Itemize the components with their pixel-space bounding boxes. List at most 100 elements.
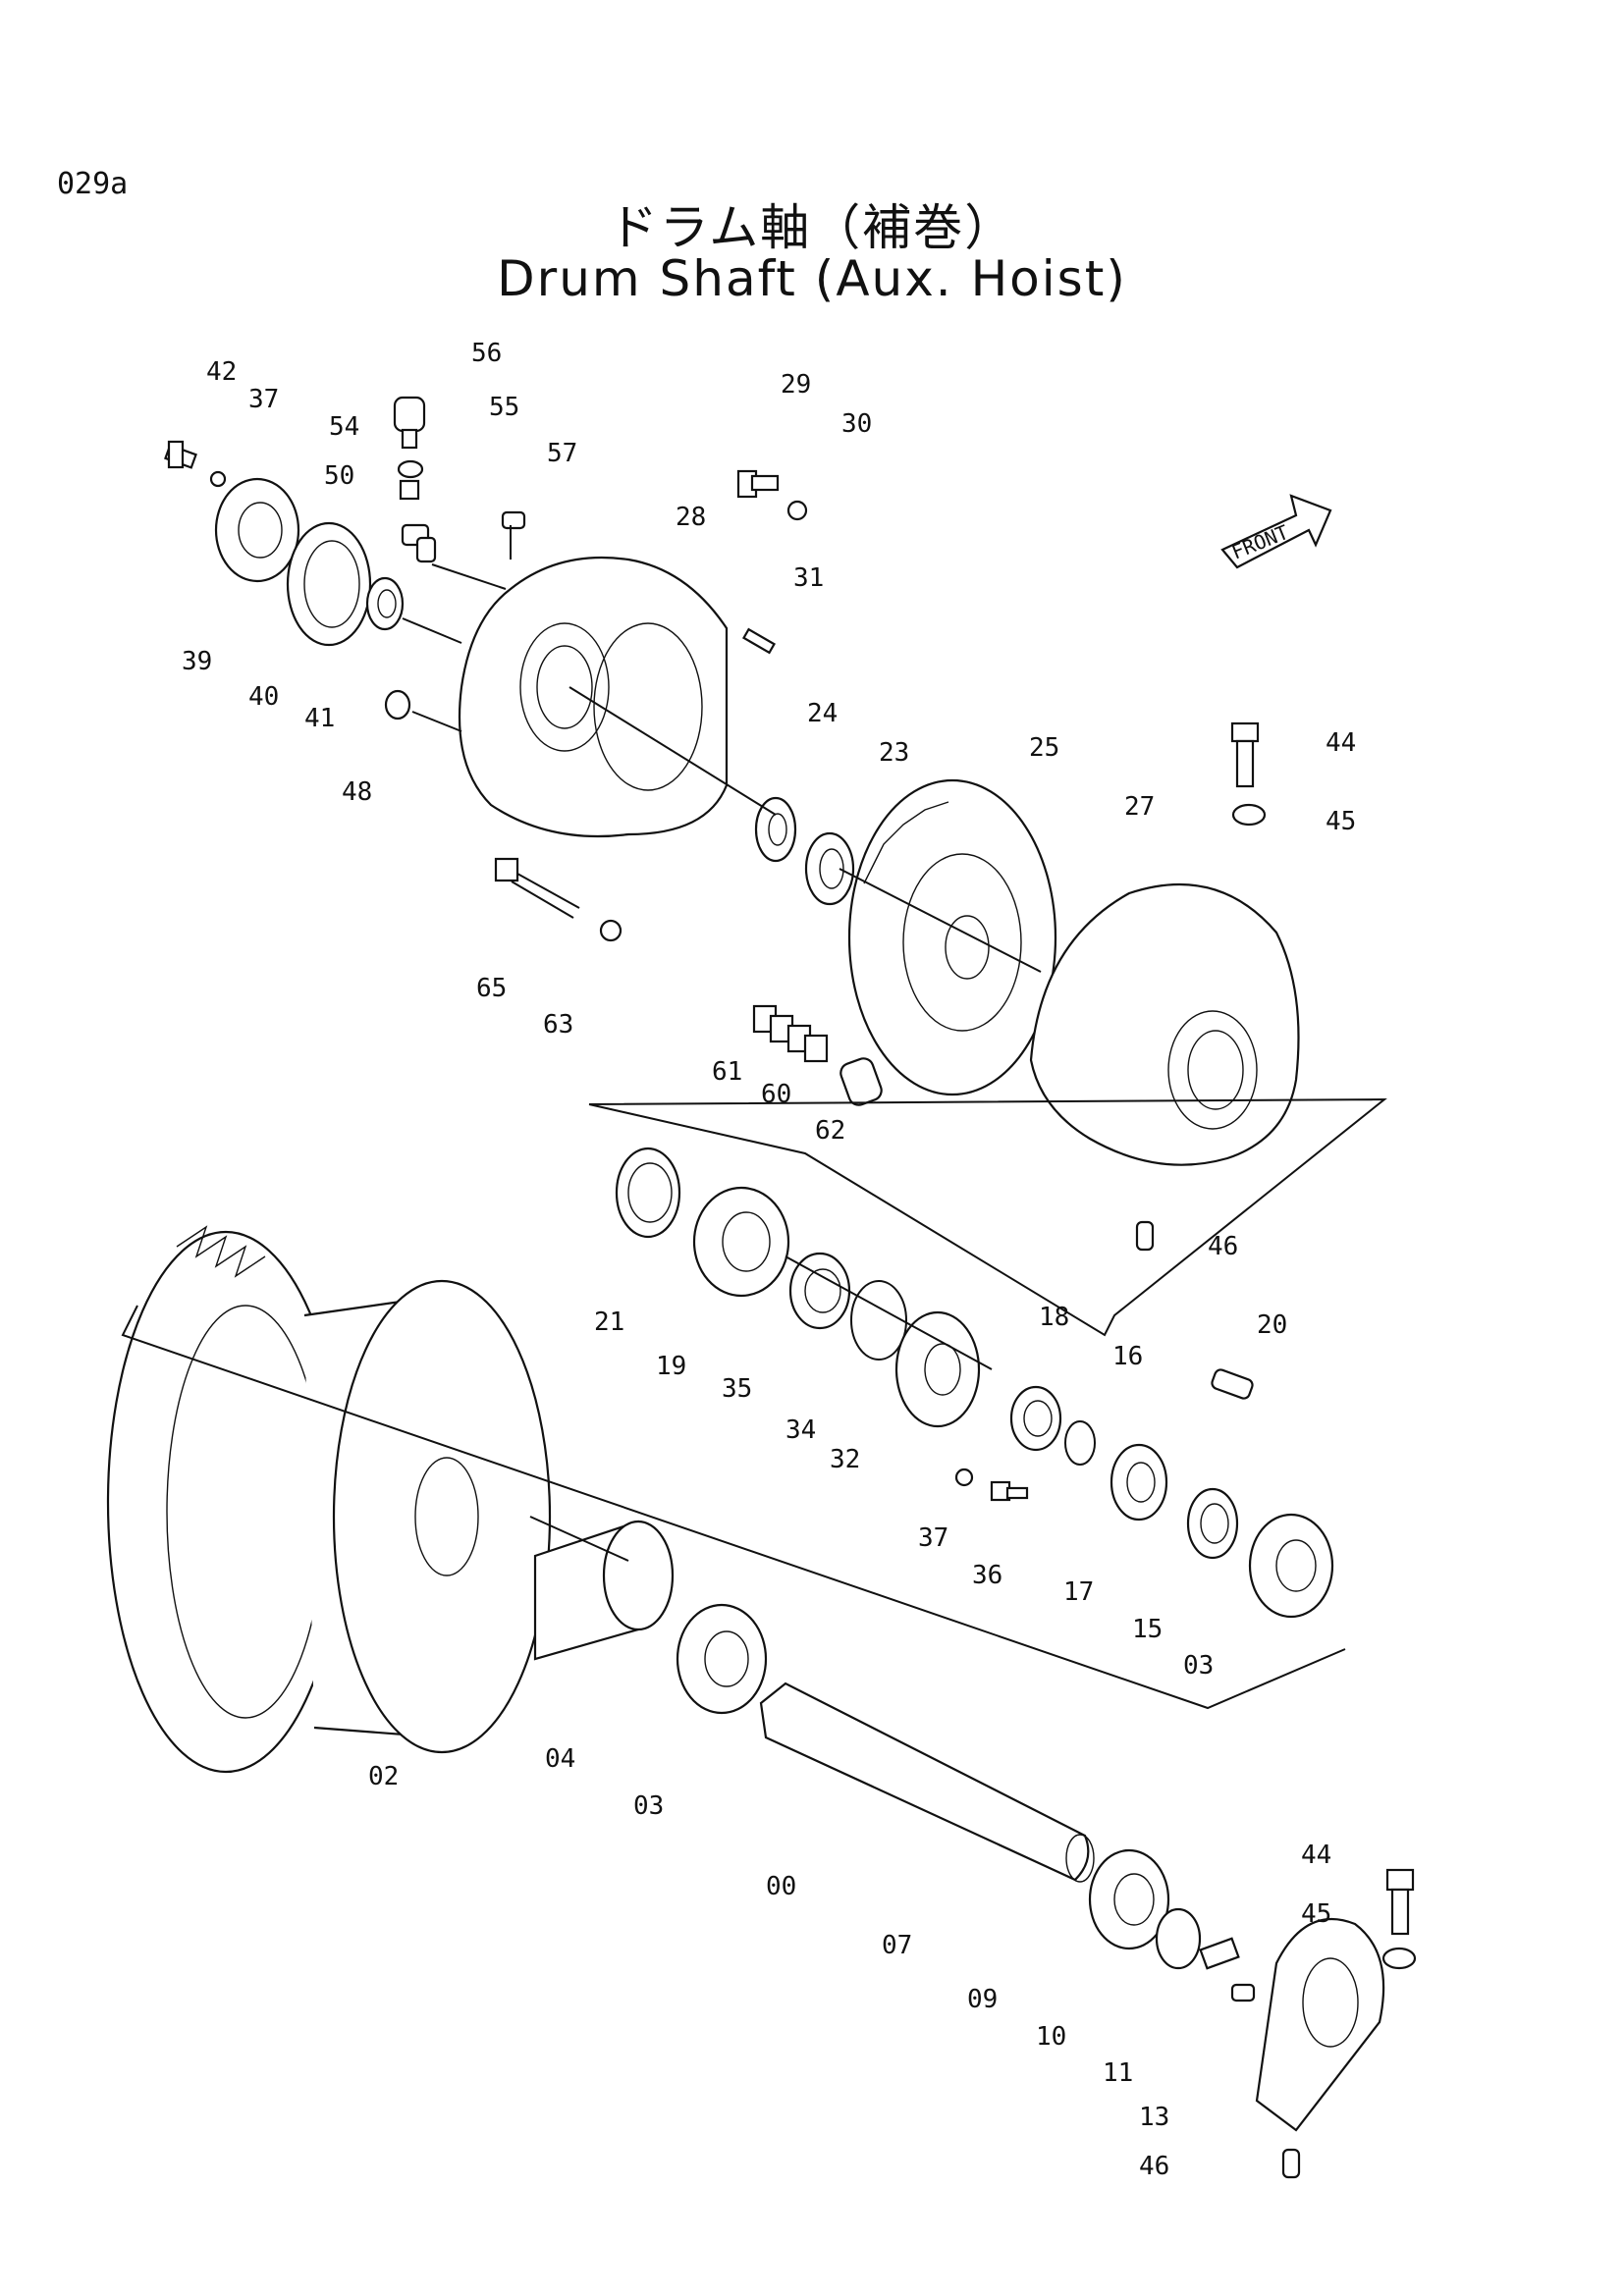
title-english: Drum Shaft (Aux. Hoist): [497, 250, 1127, 307]
callout-55: 55: [489, 393, 519, 422]
nut-24-icon: [754, 796, 797, 863]
callout-39: 39: [182, 647, 212, 676]
callout-20: 20: [1257, 1310, 1287, 1340]
sleeve-21-icon: [615, 1147, 681, 1239]
washer-37-icon: [209, 470, 227, 488]
callout-25: 25: [1029, 733, 1059, 763]
washer-45-lower-icon: [1381, 1947, 1417, 1970]
callout-36: 36: [972, 1561, 1002, 1590]
case-28-icon: [458, 556, 729, 838]
callout-50: 50: [324, 461, 354, 491]
callout-37-lower: 37: [918, 1523, 948, 1553]
callout-28: 28: [676, 503, 706, 532]
callout-19: 19: [656, 1352, 686, 1381]
callout-10: 10: [1036, 2022, 1066, 2052]
plate-09-icon: [1155, 1907, 1202, 1970]
callout-54: 54: [329, 412, 359, 442]
callout-48: 48: [342, 777, 372, 807]
front-arrow-icon: FRONT: [1220, 494, 1332, 569]
callout-29: 29: [781, 370, 811, 400]
leader-lines: [121, 525, 1387, 1710]
fitting-20-icon: [1211, 1368, 1254, 1400]
bracket-13-icon: [1255, 1917, 1385, 2132]
retainer-32-icon: [894, 1310, 981, 1428]
callout-30: 30: [841, 409, 872, 439]
bearing-19-icon: [692, 1186, 790, 1298]
cover-assembly: [164, 396, 883, 1106]
adapter-54-icon: [399, 479, 420, 501]
callout-18: 18: [1039, 1303, 1069, 1332]
pin-31-icon: [742, 627, 776, 655]
callout-65: 65: [476, 974, 507, 1003]
callout-63: 63: [543, 1010, 573, 1040]
callout-40: 40: [248, 682, 279, 712]
callout-13: 13: [1139, 2103, 1169, 2132]
bolt-36-icon: [990, 1480, 1029, 1502]
callout-23: 23: [879, 738, 909, 768]
gasket-40-icon: [286, 521, 372, 647]
callout-45-lower: 45: [1301, 1899, 1331, 1929]
callout-41: 41: [304, 704, 335, 733]
callout-37: 37: [248, 385, 279, 414]
title-japanese: ドラム軸（補巻）: [608, 199, 1016, 256]
callout-09: 09: [967, 1985, 998, 2014]
collar-18-icon: [1009, 1385, 1062, 1452]
page-code: 029a: [57, 167, 129, 201]
washer-63-icon: [599, 919, 623, 942]
sleeve-62-icon: [839, 1057, 883, 1106]
snap-ring-16-icon: [1064, 1420, 1096, 1466]
shaft-00-icon: [759, 1682, 1095, 1883]
sleeve-04-icon: [533, 1520, 675, 1661]
flange-39-icon: [214, 477, 300, 583]
shims-60-61-icon: [752, 1004, 829, 1063]
callout-46-lower: 46: [1139, 2152, 1169, 2181]
callout-24: 24: [807, 699, 838, 728]
washer-37-lower-icon: [954, 1468, 974, 1487]
bearing-03-left-icon: [676, 1603, 768, 1715]
callout-62: 62: [815, 1116, 845, 1146]
oil-seal-41-icon: [365, 576, 405, 631]
bolt-42-icon: [164, 440, 197, 469]
sleeve-17-icon: [1110, 1443, 1168, 1522]
callout-45-upper: 45: [1326, 807, 1356, 836]
elbow-50-icon: [401, 523, 437, 563]
callout-16: 16: [1112, 1342, 1143, 1371]
breather-56-icon: [393, 396, 426, 450]
callout-00: 00: [766, 1872, 796, 1901]
callout-07: 07: [882, 1931, 912, 1960]
callout-44-upper: 44: [1326, 728, 1356, 758]
callout-15: 15: [1132, 1615, 1163, 1644]
bolt-65-icon: [494, 857, 580, 919]
plug-48-icon: [384, 689, 411, 721]
callout-44-lower: 44: [1301, 1841, 1331, 1870]
drum-02-icon: [106, 1225, 552, 1774]
callout-35: 35: [722, 1374, 752, 1404]
bearing-07-icon: [1088, 1848, 1170, 1950]
plug-57-icon: [501, 510, 526, 530]
pin-46-lower-icon: [1281, 2148, 1301, 2179]
bolt-29-icon: [736, 469, 780, 499]
callout-03-left: 03: [633, 1791, 664, 1821]
gear-25-icon: [847, 778, 1057, 1096]
callout-34: 34: [785, 1415, 816, 1445]
bolt-44-lower-icon: [1385, 1868, 1415, 1936]
lock-plate-10-icon: [1199, 1937, 1240, 1970]
front-label: FRONT: [1228, 520, 1292, 564]
bearing-03-right-icon: [1248, 1513, 1334, 1619]
callout-21: 21: [594, 1308, 624, 1337]
callout-61: 61: [712, 1057, 742, 1087]
callout-57: 57: [547, 439, 577, 468]
washer-55-icon: [397, 459, 424, 479]
callout-17: 17: [1063, 1577, 1094, 1607]
callout-03-right: 03: [1183, 1651, 1214, 1681]
callout-46-upper: 46: [1208, 1232, 1238, 1261]
snap-ring-34-icon: [850, 1280, 907, 1361]
callout-labels: 42 37 56 55 54 50 57 28 29 30 31 39 40 4…: [182, 339, 1356, 2181]
bolt-44-upper-icon: [1230, 721, 1260, 788]
bolt-11-icon: [1230, 1983, 1256, 2002]
housing-27-icon: [1029, 882, 1300, 1166]
callout-27: 27: [1124, 792, 1155, 822]
lockwasher-23-icon: [804, 831, 855, 906]
callout-31: 31: [793, 563, 824, 593]
